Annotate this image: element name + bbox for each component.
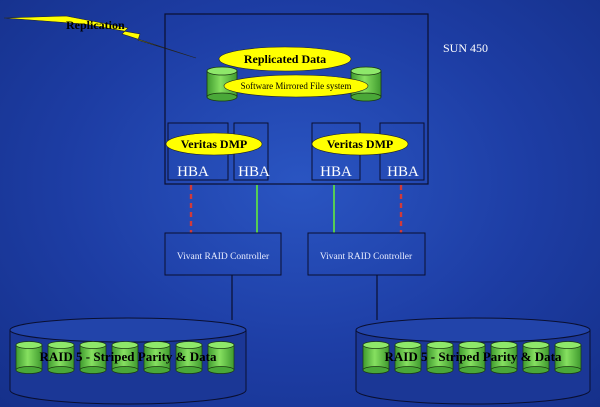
veritas-dmp-ellipse-left	[165, 132, 263, 156]
replicated-data-ellipse	[218, 46, 352, 72]
raid-right-disk-icon	[458, 341, 486, 374]
raid-array-left: RAID 5 - Striped Parity & Data	[9, 317, 247, 405]
raid-right-disk-icon	[490, 341, 518, 374]
raid-left-disk-icon	[143, 341, 171, 374]
veritas-dmp-label-left: Veritas DMP	[181, 137, 248, 151]
hba-label-2: HBA	[238, 164, 270, 180]
raid-right-disk-icon	[394, 341, 422, 374]
raid-left-disk-icon	[15, 341, 43, 374]
hba-label-1: HBA	[177, 164, 209, 180]
mirrored-fs-ellipse	[223, 74, 369, 98]
raid-right-disk-icon	[426, 341, 454, 374]
mirror-disk-left	[206, 66, 238, 102]
hba-label-3: HBA	[320, 164, 352, 180]
hba-label-4: HBA	[387, 164, 419, 180]
raid-label-left: RAID 5 - Striped Parity & Data	[40, 349, 217, 364]
raid-array-right: RAID 5 - Striped Parity & Data	[355, 317, 591, 405]
raid-controller-label-left: Vivant RAID Controller	[177, 252, 270, 262]
raid-controller-box-left	[164, 232, 282, 276]
raid-left-disk-icon	[79, 341, 107, 374]
replication-lightning: Replication	[3, 15, 197, 59]
raid-right-disk-icon	[522, 341, 550, 374]
raid-label-right: RAID 5 - Striped Parity & Data	[385, 349, 562, 364]
raid-disks-left	[15, 341, 235, 374]
replication-label: Replication	[66, 18, 125, 32]
veritas-dmp-label-right: Veritas DMP	[327, 137, 394, 151]
veritas-dmp-ellipse-right	[311, 132, 409, 156]
mirrored-fs-label: Software Mirrored File system	[241, 81, 352, 91]
raid-right-disk-icon	[362, 341, 390, 374]
raid-right-disk-icon	[554, 341, 582, 374]
raid-left-disk-icon	[47, 341, 75, 374]
raid-controller-label-right: Vivant RAID Controller	[320, 252, 413, 262]
raid-left-disk-icon	[207, 341, 235, 374]
sun-server-box	[164, 13, 429, 185]
raid-disks-right	[362, 341, 582, 374]
replicated-data-label: Replicated Data	[244, 52, 326, 66]
raid-left-disk-icon	[111, 341, 139, 374]
raid-controller-box-right	[307, 232, 426, 276]
raid-left-disk-icon	[175, 341, 203, 374]
server-label: SUN 450	[443, 41, 488, 55]
lightning-bolt-icon	[3, 15, 197, 59]
